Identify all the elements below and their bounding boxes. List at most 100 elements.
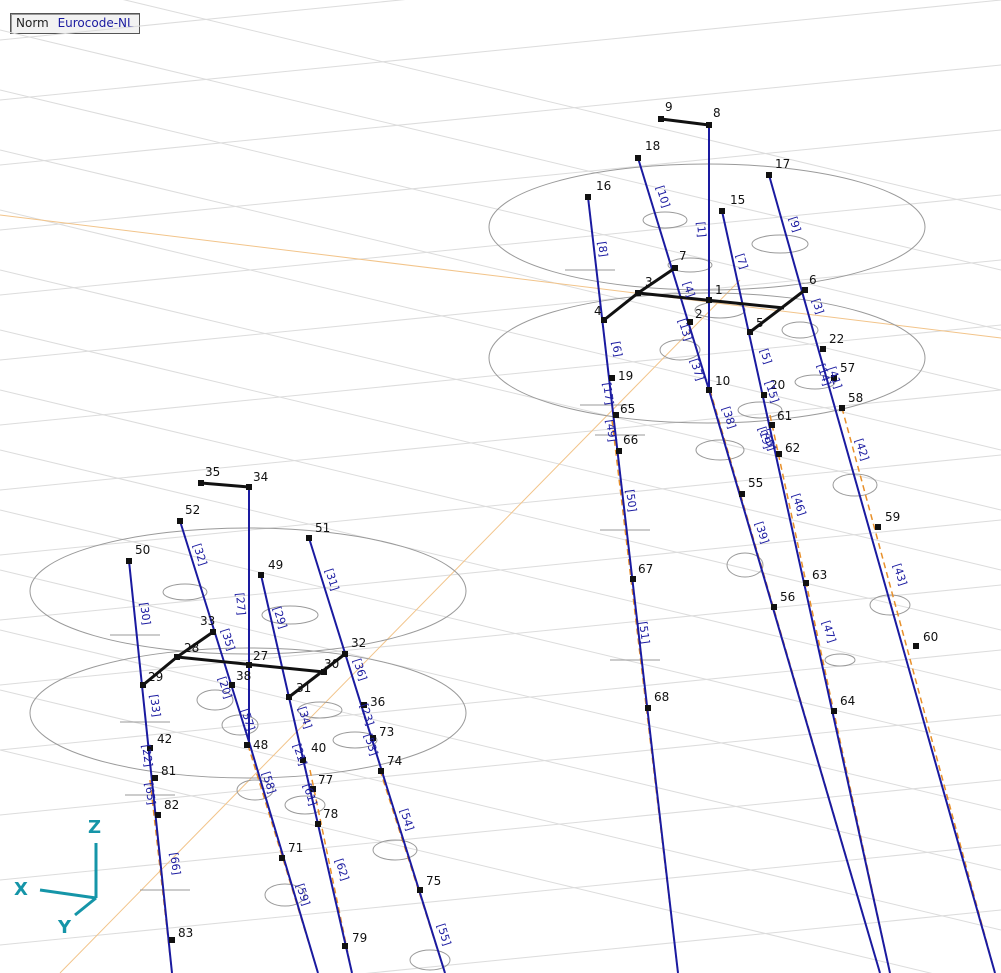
node-marker-81[interactable] [152, 775, 158, 781]
node-marker-8[interactable] [706, 122, 712, 128]
node-marker-16[interactable] [585, 194, 591, 200]
node-marker-2[interactable] [687, 319, 693, 325]
member-label-m33[interactable]: [33] [147, 694, 163, 718]
member-label-m66[interactable]: [66] [167, 852, 183, 876]
node-marker-68[interactable] [645, 705, 651, 711]
node-marker-50[interactable] [126, 558, 132, 564]
member-label-m5[interactable]: [5] [757, 347, 774, 366]
node-marker-19[interactable] [609, 375, 615, 381]
node-marker-28[interactable] [174, 654, 180, 660]
node-marker-75[interactable] [417, 887, 423, 893]
member-label-m27[interactable]: [27] [233, 592, 248, 616]
node-marker-62[interactable] [776, 451, 782, 457]
node-marker-51[interactable] [306, 535, 312, 541]
node-marker-66[interactable] [616, 448, 622, 454]
node-marker-7[interactable] [672, 265, 678, 271]
node-marker-38[interactable] [229, 682, 235, 688]
member-label-m22[interactable]: [22] [139, 744, 155, 768]
node-marker-63[interactable] [803, 580, 809, 586]
node-marker-59[interactable] [875, 524, 881, 530]
member-label-m7[interactable]: [7] [733, 252, 750, 271]
node-marker-3[interactable] [635, 290, 641, 296]
node-marker-6[interactable] [802, 287, 808, 293]
member-label-m10[interactable]: [10] [653, 184, 672, 210]
member-label-m21[interactable]: [21] [290, 742, 309, 768]
node-marker-5[interactable] [747, 329, 753, 335]
node-marker-82[interactable] [155, 812, 161, 818]
member-label-m46[interactable]: [46] [789, 492, 808, 518]
node-marker-65[interactable] [613, 412, 619, 418]
node-marker-10[interactable] [706, 387, 712, 393]
member-label-m9[interactable]: [9] [786, 215, 803, 234]
member-label-m34[interactable]: [34] [295, 705, 314, 731]
node-marker-57[interactable] [831, 375, 837, 381]
member-label-m8[interactable]: [8] [595, 241, 610, 258]
member-label-m3[interactable]: [3] [809, 297, 826, 316]
node-marker-48[interactable] [244, 742, 250, 748]
node-marker-31[interactable] [286, 694, 292, 700]
node-marker-22[interactable] [820, 346, 826, 352]
node-label-31: 31 [296, 681, 311, 695]
node-marker-67[interactable] [630, 576, 636, 582]
member-label-m49[interactable]: [49] [603, 419, 619, 443]
node-marker-61[interactable] [769, 422, 775, 428]
node-marker-83[interactable] [169, 937, 175, 943]
node-marker-35[interactable] [198, 480, 204, 486]
node-marker-74[interactable] [378, 768, 384, 774]
grid-accent-lines [0, 214, 1001, 973]
member-label-m61[interactable]: [61] [300, 782, 319, 808]
node-label-5: 5 [756, 316, 764, 330]
member-label-m4[interactable]: [4] [680, 280, 697, 299]
member-label-m1[interactable]: [1] [694, 221, 708, 238]
node-label-82: 82 [164, 798, 179, 812]
node-marker-64[interactable] [831, 708, 837, 714]
member-label-m50[interactable]: [50] [623, 489, 639, 513]
member-label-m39[interactable]: [39] [752, 520, 771, 546]
node-marker-58[interactable] [839, 405, 845, 411]
member-label-m38[interactable]: [38] [719, 405, 738, 431]
node-marker-30[interactable] [321, 669, 327, 675]
node-marker-55[interactable] [739, 491, 745, 497]
member-label-m43[interactable]: [43] [890, 562, 909, 588]
node-marker-73[interactable] [370, 735, 376, 741]
member-label-m57[interactable]: [57] [238, 707, 257, 733]
node-marker-60[interactable] [913, 643, 919, 649]
node-marker-27[interactable] [246, 662, 252, 668]
member-label-m20[interactable]: [20] [215, 675, 234, 701]
node-marker-49[interactable] [258, 572, 264, 578]
member-label-m62[interactable]: [62] [332, 857, 351, 883]
node-marker-71[interactable] [279, 855, 285, 861]
node-marker-17[interactable] [766, 172, 772, 178]
member-label-m47[interactable]: [47] [819, 619, 838, 645]
member-label-m51[interactable]: [51] [636, 621, 652, 645]
member-label-m65[interactable]: [65] [142, 782, 158, 806]
node-marker-40[interactable] [300, 757, 306, 763]
node-marker-29[interactable] [140, 682, 146, 688]
node-marker-18[interactable] [635, 155, 641, 161]
node-marker-52[interactable] [177, 518, 183, 524]
member-label-m30[interactable]: [30] [137, 602, 153, 626]
node-marker-56[interactable] [771, 604, 777, 610]
member-label-m6[interactable]: [6] [609, 340, 625, 358]
member-label-m55[interactable]: [55] [434, 922, 453, 948]
node-marker-36[interactable] [361, 702, 367, 708]
node-marker-32[interactable] [342, 651, 348, 657]
node-marker-33[interactable] [210, 629, 216, 635]
member-label-m37[interactable]: [37] [687, 357, 706, 383]
node-marker-79[interactable] [342, 943, 348, 949]
norm-indicator[interactable]: Norm Eurocode-NL [10, 13, 140, 34]
node-marker-34[interactable] [246, 484, 252, 490]
member-label-m53[interactable]: [53] [361, 732, 380, 758]
node-marker-1[interactable] [706, 297, 712, 303]
member-label-m58[interactable]: [58] [259, 770, 278, 796]
node-label-61: 61 [777, 409, 792, 423]
node-marker-77[interactable] [310, 786, 316, 792]
node-marker-78[interactable] [315, 821, 321, 827]
node-marker-20[interactable] [761, 392, 767, 398]
node-marker-15[interactable] [719, 208, 725, 214]
member-label-m17[interactable]: [17] [600, 382, 616, 406]
node-marker-9[interactable] [658, 116, 664, 122]
node-marker-42[interactable] [147, 745, 153, 751]
node-marker-4[interactable] [601, 317, 607, 323]
